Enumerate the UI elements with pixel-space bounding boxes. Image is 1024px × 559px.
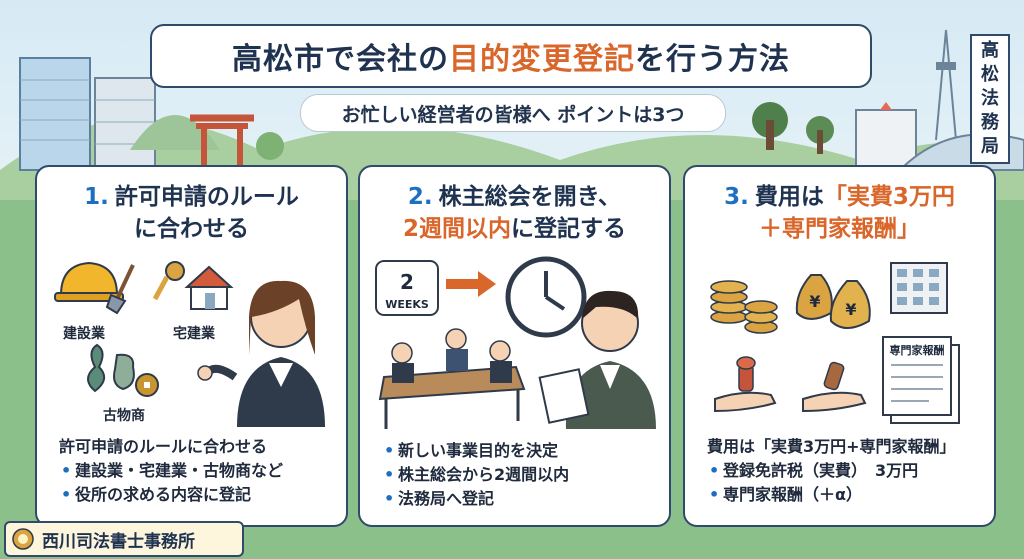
weeks-number: 2	[400, 270, 414, 294]
legal-affairs-bureau-sign: 高 松 法 務 局	[970, 34, 1010, 164]
hand-with-seal-icon	[802, 361, 867, 413]
yen-money-bag-icon: ¥ ¥	[795, 274, 871, 329]
seal-icon	[12, 528, 34, 550]
title-before: 高松市で会社の	[232, 42, 449, 77]
point-card-1: 1.許可申請のルール に合わせる	[35, 165, 348, 527]
card-2-illustration: 2 WEEKS	[375, 256, 656, 429]
card-1-illustration	[54, 261, 325, 427]
card-1-number: 1.	[84, 184, 109, 210]
two-weeks-badge: 2 WEEKS	[375, 260, 439, 316]
key-icon	[152, 261, 185, 301]
card-1-summary-title: 許可申請のルールに合わせる	[59, 437, 268, 456]
card-1-bullet: 建設業・宅建業・古物商など	[59, 459, 283, 483]
sign-char: 松	[981, 64, 999, 85]
clock-icon	[505, 256, 587, 338]
yen-symbol: ¥	[809, 292, 820, 311]
office-building-icon	[890, 262, 948, 314]
card-2-number: 2.	[407, 184, 433, 210]
label-antiques: 古物商	[103, 408, 145, 424]
hard-hat-icon	[54, 261, 124, 302]
card-2-line2-highlight: 2週間以内	[402, 216, 511, 242]
businesswoman-illustration	[197, 280, 325, 427]
point-card-3: 3.費用は「実費3万円 ＋専門家報酬」 ¥ ¥	[683, 165, 996, 527]
office-name-badge: 西川司法書士事務所	[4, 521, 244, 557]
house-icon	[184, 265, 234, 310]
card-1-summary: 許可申請のルールに合わせる 建設業・宅建業・古物商など 役所の求める内容に登記	[59, 435, 283, 507]
card-1-line1: 許可申請のルール	[114, 184, 299, 210]
card-1-heading: 1.許可申請のルール に合わせる	[37, 181, 346, 245]
card-3-line2: ＋専門家報酬」	[759, 216, 920, 242]
hand-with-stamp-icon	[714, 356, 777, 413]
card-2-summary: 新しい事業目的を決定 株主総会から2週間以内 法務局へ登記	[382, 439, 569, 511]
card-3-line1-prefix: 費用は	[754, 184, 824, 210]
card-3-heading: 3.費用は「実費3万円 ＋専門家報酬」	[685, 181, 994, 245]
card-3-bullet: 登録免許税（実費） 3万円	[707, 459, 956, 483]
sign-char: 高	[981, 40, 999, 61]
meeting-table-illustration	[378, 328, 526, 429]
fee-document-icon: 専門家報酬	[882, 336, 960, 424]
card-3-number: 3.	[724, 184, 749, 210]
antique-vase-icon	[87, 343, 135, 393]
card-3-bullet: 専門家報酬（＋α）	[707, 483, 956, 507]
card-2-bullet: 株主総会から2週間以内	[382, 463, 569, 487]
title-after: を行う方法	[635, 42, 790, 77]
page-title: 高松市で会社の目的変更登記を行う方法	[150, 24, 872, 88]
card-3-line1-highlight: 「実費3万円	[823, 184, 955, 210]
card-2-heading: 2.株主総会を開き、 2週間以内に登記する	[360, 181, 669, 245]
point-card-2: 2.株主総会を開き、 2週間以内に登記する 2 WEEKS	[358, 165, 671, 527]
coin-stack-icon	[710, 280, 778, 334]
card-2-line2-rest: に登記する	[511, 216, 626, 242]
card-2-bullet: 新しい事業目的を決定	[382, 439, 569, 463]
card-2-bullet: 法務局へ登記	[382, 487, 569, 511]
title-highlight: 目的変更登記	[449, 42, 635, 77]
yen-symbol: ¥	[845, 300, 856, 319]
page-subtitle: お忙しい経営者の皆様へ ポイントは3つ	[300, 94, 726, 132]
sign-char: 務	[981, 112, 999, 133]
card-1-bullet: 役所の求める内容に登記	[59, 483, 283, 507]
card-3-summary-title: 費用は「実費3万円+専門家報酬」	[707, 437, 956, 456]
sign-char: 局	[981, 136, 999, 157]
fee-document-label: 専門家報酬	[890, 343, 945, 357]
label-real-estate: 宅建業	[173, 326, 215, 342]
arrow-right-icon	[446, 271, 496, 297]
card-1-line2: に合わせる	[134, 216, 249, 242]
sign-char: 法	[981, 88, 999, 109]
label-construction: 建設業	[63, 326, 105, 342]
card-3-summary: 費用は「実費3万円+専門家報酬」 登録免許税（実費） 3万円 専門家報酬（＋α）	[707, 435, 956, 507]
card-3-illustration: ¥ ¥ 専門家報酬	[710, 262, 960, 424]
old-coin-icon	[135, 373, 159, 397]
weeks-label: WEEKS	[385, 298, 429, 311]
card-2-line1: 株主総会を開き、	[438, 184, 622, 210]
office-name: 西川司法書士事務所	[42, 531, 195, 552]
shovel-icon	[105, 264, 135, 315]
businessman-illustration	[538, 290, 656, 429]
